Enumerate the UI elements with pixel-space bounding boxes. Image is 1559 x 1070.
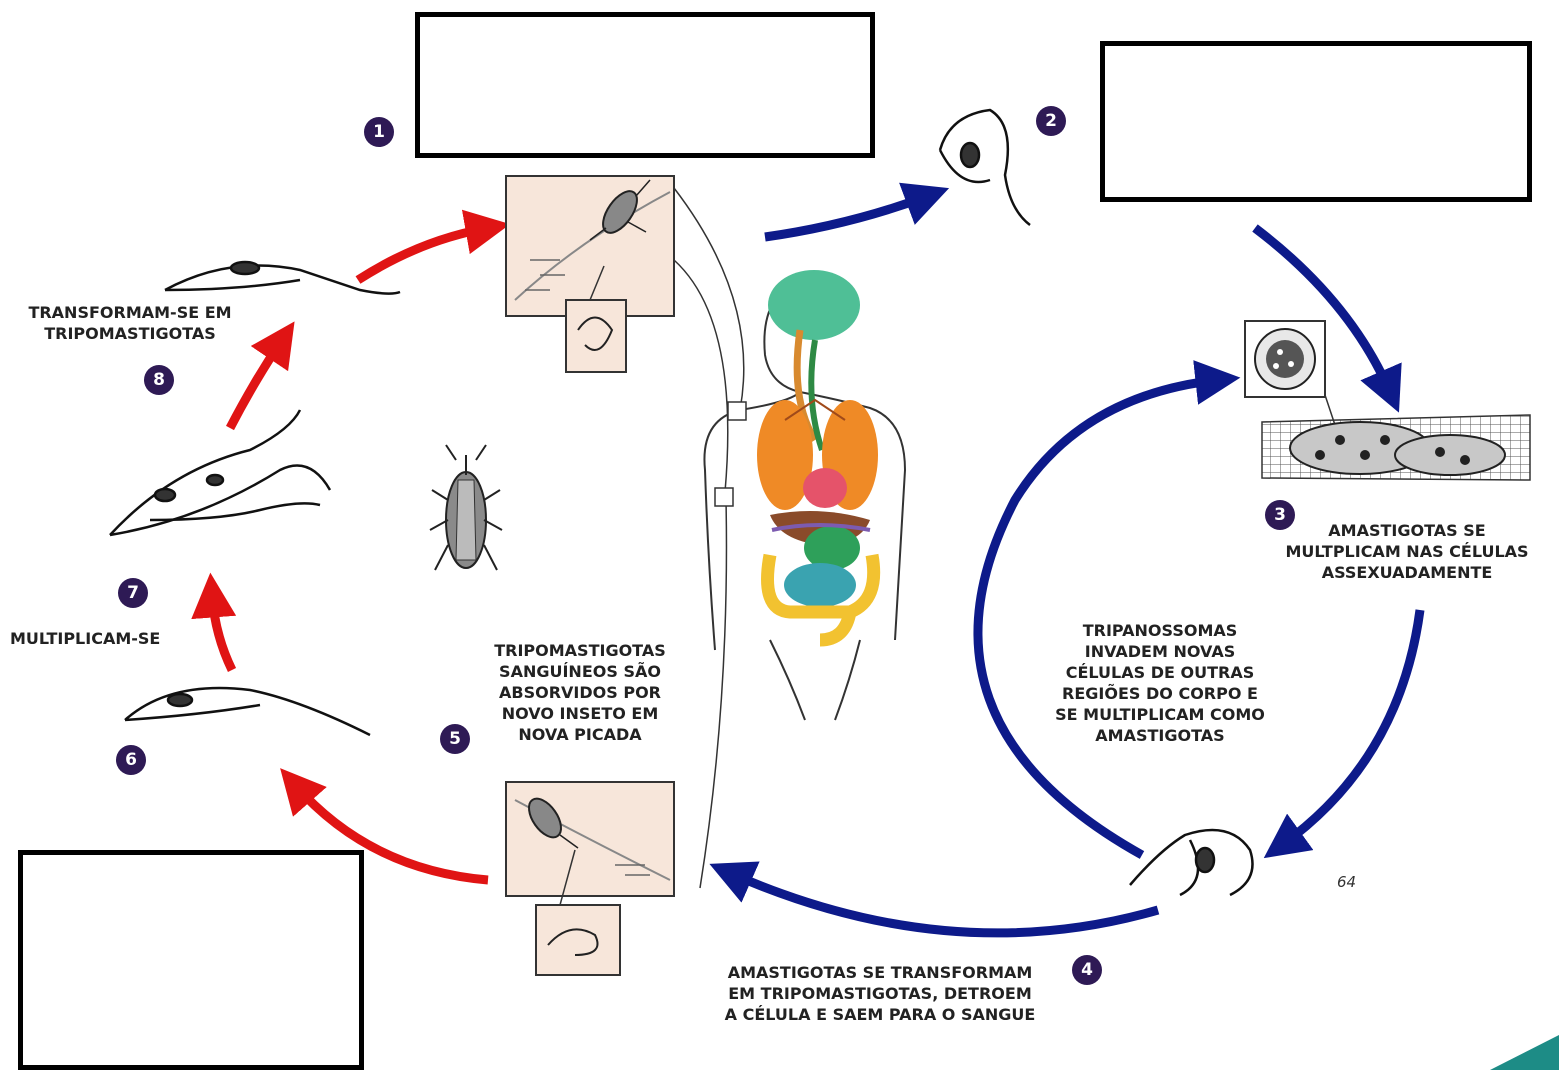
step-badge-1: 1 bbox=[364, 117, 394, 147]
step-8-label: TRANSFORMAM-SE EM TRIPOMASTIGOTAS bbox=[5, 302, 255, 344]
answer-box-6[interactable] bbox=[18, 850, 364, 1070]
muscle-tissue-icon bbox=[1262, 415, 1530, 480]
arrow-1-to-2 bbox=[765, 196, 928, 237]
step-badge-8: 8 bbox=[144, 365, 174, 395]
bite-panel-top bbox=[506, 176, 674, 372]
step-7-label: MULTIPLICAM-SE bbox=[10, 628, 210, 649]
human-body-organs-icon bbox=[704, 270, 905, 720]
arrow-7-to-8 bbox=[230, 340, 282, 428]
trypomastigote-icon bbox=[110, 110, 1253, 895]
arrow-6-to-7 bbox=[212, 595, 232, 670]
answer-box-2[interactable] bbox=[1100, 41, 1532, 202]
arrow-3-to-4 bbox=[1282, 610, 1420, 845]
invasion-label: TRIPANOSSOMAS INVADEM NOVAS CÉLULAS DE O… bbox=[1030, 620, 1290, 746]
step-3-label: AMASTIGOTAS SE MULTPLICAM NAS CÉLULAS AS… bbox=[1262, 520, 1552, 583]
corner-decoration bbox=[1490, 1035, 1559, 1070]
step-badge-5: 5 bbox=[440, 724, 470, 754]
step-badge-6: 6 bbox=[116, 745, 146, 775]
page-number: 64 bbox=[1337, 873, 1356, 891]
arrow-8-to-1 bbox=[358, 228, 488, 280]
step-4-label: AMASTIGOTAS SE TRANSFORMAM EM TRIPOMASTI… bbox=[690, 962, 1070, 1025]
step-badge-2: 2 bbox=[1036, 106, 1066, 136]
step-5-label: TRIPOMASTIGOTAS SANGUÍNEOS SÃO ABSORVIDO… bbox=[470, 640, 690, 745]
triatomine-bug-icon bbox=[430, 445, 502, 570]
step-badge-7: 7 bbox=[118, 578, 148, 608]
answer-box-1[interactable] bbox=[415, 12, 875, 158]
step-badge-4: 4 bbox=[1072, 955, 1102, 985]
bite-panel-bottom bbox=[506, 782, 674, 975]
arrow-4-to-5 bbox=[730, 873, 1158, 933]
arrow-invasion-loop bbox=[978, 380, 1218, 855]
